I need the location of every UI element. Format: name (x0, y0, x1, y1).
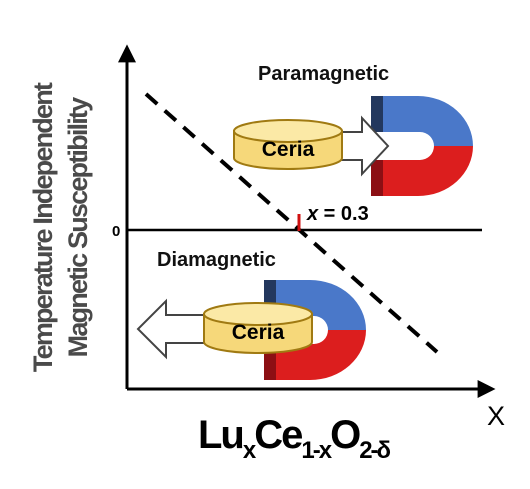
zero-label: 0 (112, 223, 120, 240)
y-axis-label-line2: Magnetic Susceptibility (63, 97, 93, 357)
upper-attract-arrow-icon (339, 115, 390, 177)
formula-ce: Ce (254, 413, 302, 457)
diamagnetic-label: Diamagnetic (157, 249, 276, 271)
formula-lu: Lu (198, 413, 243, 457)
upper-magnet-icon (371, 96, 473, 196)
magnet-red-half (268, 330, 366, 380)
lower-ceria-cylinder-icon: Ceria (203, 302, 313, 354)
upper-ceria-label: Ceria (262, 138, 315, 161)
y-axis-label-line1: Temperature Independent (28, 82, 58, 372)
formula-label: LuxCe1-xO2-δ (198, 413, 391, 464)
crossing-variable: x (306, 203, 319, 225)
magnet-blue-half (377, 96, 473, 146)
paramagnetic-label: Paramagnetic (258, 63, 389, 85)
formula-o: O (330, 413, 360, 457)
x-axis-end-label: X (487, 401, 505, 431)
crossing-value: = 0.3 (318, 203, 369, 225)
crossing-label: x = 0.3 (306, 203, 369, 225)
magnet-blue-pole (371, 96, 383, 132)
y-axis-label: Temperature Independent Magnetic Suscept… (28, 82, 93, 372)
magnet-blue-half (268, 280, 366, 330)
formula-sub-2-delta: 2-δ (359, 437, 390, 464)
magnet-red-pole (371, 160, 383, 196)
trend-dashed-line (144, 92, 439, 354)
lower-ceria-label: Ceria (232, 321, 285, 344)
magnet-red-half (377, 146, 473, 196)
formula-sub-1-x: 1-x (301, 437, 332, 464)
upper-ceria-cylinder-icon: Ceria (233, 119, 343, 170)
lower-repel-arrow-icon (136, 298, 207, 360)
